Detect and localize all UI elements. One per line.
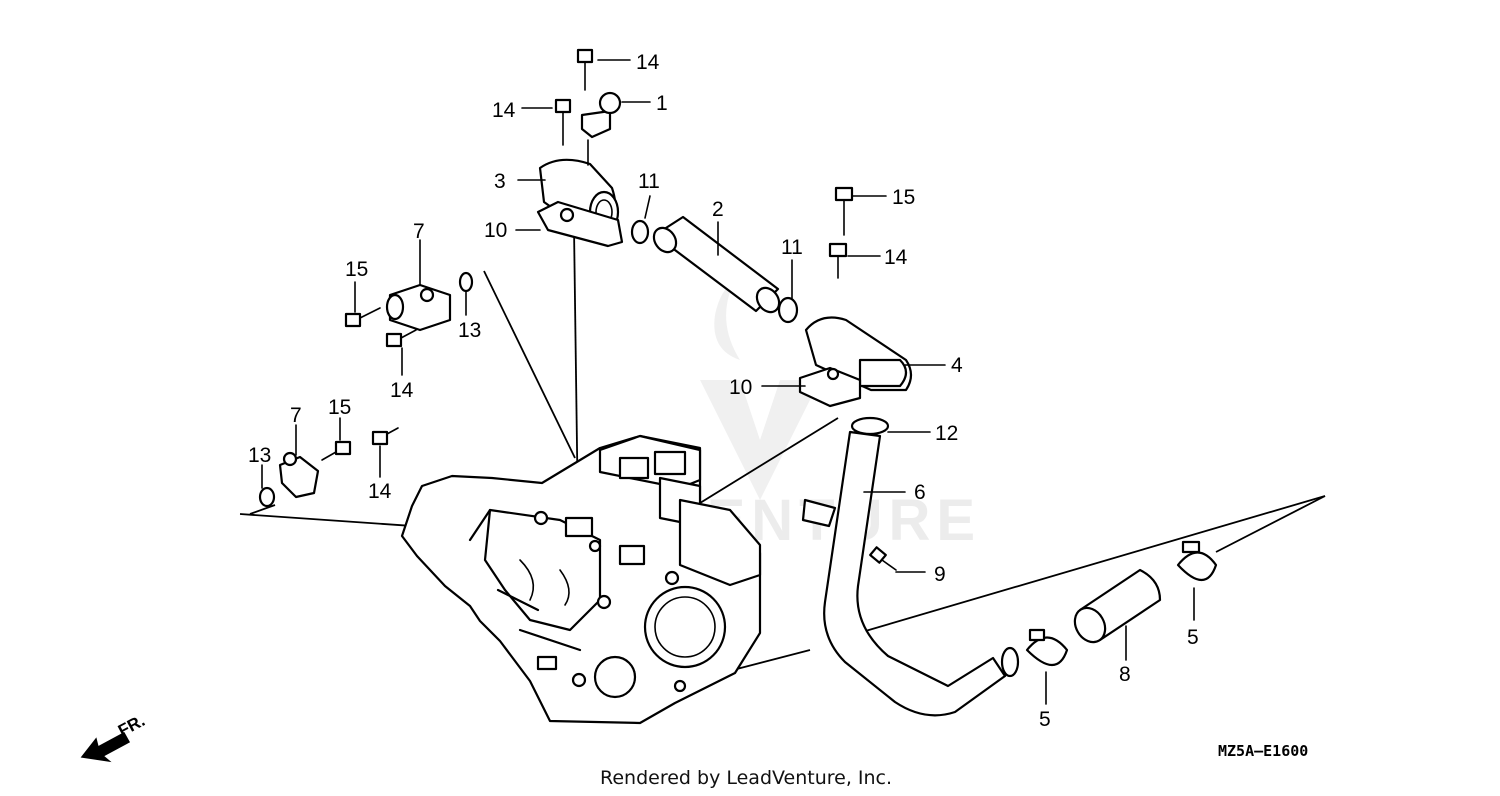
callout-14: 14 bbox=[390, 379, 414, 402]
callout-13: 13 bbox=[248, 444, 271, 467]
callout-4: 4 bbox=[951, 354, 963, 377]
coolant-pipe-assembly bbox=[630, 215, 799, 324]
callout-1: 1 bbox=[656, 92, 668, 115]
callout-2: 2 bbox=[712, 198, 724, 221]
callout-7: 7 bbox=[290, 404, 302, 427]
left-fittings bbox=[258, 271, 474, 508]
front-direction-indicator: FR. bbox=[80, 711, 148, 763]
callout-14: 14 bbox=[636, 51, 660, 74]
thermostat-housing-assembly bbox=[536, 48, 624, 248]
callout-15: 15 bbox=[328, 396, 351, 419]
callout-11: 11 bbox=[638, 170, 660, 193]
water-pipe bbox=[801, 430, 1020, 717]
water-outlet-fitting bbox=[798, 186, 913, 436]
callout-14: 14 bbox=[884, 246, 908, 269]
callout-11: 11 bbox=[781, 236, 803, 259]
callout-10: 10 bbox=[729, 376, 752, 399]
callout-12: 12 bbox=[935, 422, 958, 445]
callout-9: 9 bbox=[934, 563, 946, 586]
callout-8: 8 bbox=[1119, 663, 1131, 686]
drawing-code: MZ5A–E1600 bbox=[1218, 742, 1308, 760]
hose-and-clamps bbox=[1025, 540, 1218, 667]
callout-13: 13 bbox=[458, 319, 481, 342]
callout-10: 10 bbox=[484, 219, 507, 242]
callout-14: 14 bbox=[368, 480, 392, 503]
callout-6: 6 bbox=[914, 481, 926, 504]
callout-labels: 14 1 14 3 11 2 15 10 7 15 11 14 13 4 14 … bbox=[248, 51, 1199, 731]
front-arrow-icon bbox=[80, 731, 131, 763]
callout-leaders bbox=[261, 59, 1195, 705]
callout-15: 15 bbox=[892, 186, 915, 209]
engine-block bbox=[400, 434, 762, 725]
callout-5: 5 bbox=[1039, 708, 1051, 731]
footer-credit: Rendered by LeadVenture, Inc. bbox=[600, 767, 892, 789]
callout-14: 14 bbox=[492, 99, 516, 122]
callout-5: 5 bbox=[1187, 626, 1199, 649]
callout-7: 7 bbox=[413, 220, 425, 243]
callout-3: 3 bbox=[494, 170, 506, 193]
callout-15: 15 bbox=[345, 258, 368, 281]
